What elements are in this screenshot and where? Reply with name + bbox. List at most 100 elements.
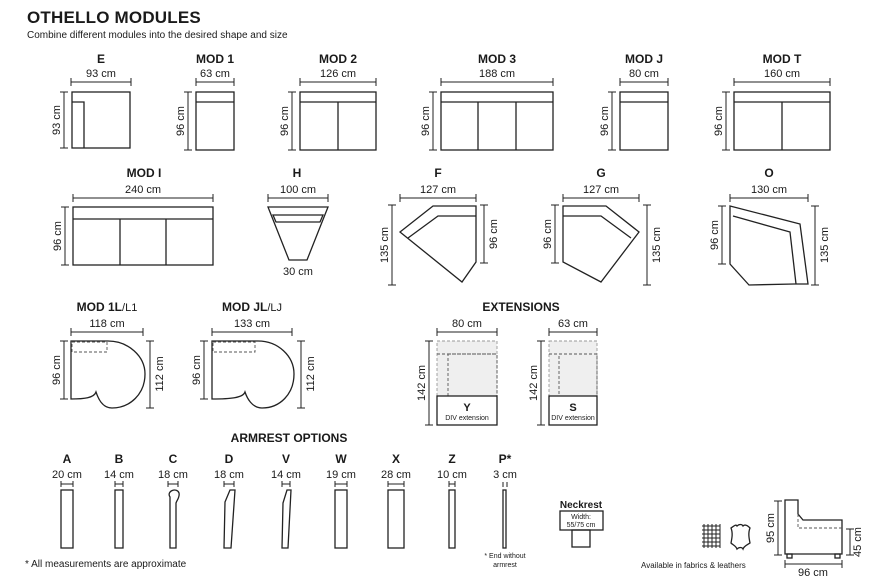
module-g-height-right: 135 cm (651, 227, 663, 263)
module-g: G 127 cm 96 cm 135 cm (542, 166, 663, 286)
extension-s-code: S (569, 402, 576, 414)
module-mod-j-label: MOD J (625, 52, 663, 66)
armrest-c: C 18 cm (158, 452, 188, 549)
armrest-c-width: 18 cm (158, 469, 188, 481)
page-title: OTHELLO MODULES (27, 8, 201, 27)
module-o-height-right: 135 cm (819, 227, 831, 263)
armrest-z-label: Z (448, 452, 455, 466)
module-e-height: 93 cm (51, 105, 63, 135)
extension-y-height: 142 cm (416, 365, 428, 401)
armrest-p: P* 3 cm * End without armrest (484, 452, 525, 569)
extension-s-height: 142 cm (528, 365, 540, 401)
module-g-width: 127 cm (583, 184, 619, 196)
module-mod-3-label: MOD 3 (478, 52, 516, 66)
armrest-v-width: 14 cm (271, 469, 301, 481)
module-o-height-left: 96 cm (709, 220, 721, 250)
module-mod-i: MOD I 240 cm 96 cm (52, 166, 214, 266)
extension-y-caption: DIV extension (445, 415, 489, 422)
materials-note: Available in fabrics & leathers (641, 561, 746, 570)
armrest-d-width: 18 cm (214, 469, 244, 481)
module-mod-t-width: 160 cm (764, 68, 800, 80)
armrest-w-label: W (335, 452, 347, 466)
armrest-b: B 14 cm (104, 452, 134, 549)
module-o-width: 130 cm (751, 184, 787, 196)
extension-s: 63 cm 142 cm S DIV extension (528, 318, 598, 426)
module-f-height-left: 135 cm (379, 227, 391, 263)
footer-note: * All measurements are approximate (25, 559, 187, 570)
armrest-x: X 28 cm (381, 452, 411, 549)
module-mod-j-height: 96 cm (599, 106, 611, 136)
module-mod-jl-width: 133 cm (234, 318, 270, 330)
module-mod-1l-height-left: 96 cm (51, 355, 63, 385)
side-view: 95 cm 45 cm 96 cm (765, 499, 864, 579)
module-mod-2-height: 96 cm (279, 106, 291, 136)
armrest-a: A 20 cm (52, 452, 82, 549)
armrest-p-width: 3 cm (493, 469, 517, 481)
armrest-section: ARMREST OPTIONS A 20 cm B 14 cm C 18 cm (52, 431, 526, 569)
module-mod-1l-height-right: 112 cm (154, 356, 166, 391)
armrest-p-footnote-1: * End without (484, 553, 525, 560)
module-e: E 93 cm 93 cm (51, 52, 132, 149)
module-mod-1l-label: MOD 1L/L1 (77, 300, 138, 314)
neckrest-title: Neckrest (560, 500, 603, 511)
module-e-label: E (97, 52, 105, 66)
page-subtitle: Combine different modules into the desir… (27, 30, 288, 41)
extensions-title: EXTENSIONS (482, 300, 559, 314)
armrest-v: V 14 cm (271, 452, 301, 549)
extension-s-width: 63 cm (558, 318, 588, 330)
armrest-z-width: 10 cm (437, 469, 467, 481)
module-mod-2-width: 126 cm (320, 68, 356, 80)
armrest-a-label: A (63, 452, 72, 466)
module-mod-1-label: MOD 1 (196, 52, 234, 66)
extension-y-width: 80 cm (452, 318, 482, 330)
module-o-label: O (764, 166, 773, 180)
module-f: F 127 cm 135 cm 96 cm (379, 166, 500, 286)
module-mod-3-height: 96 cm (420, 106, 432, 136)
module-mod-i-width: 240 cm (125, 184, 161, 196)
module-mod-jl-height-right: 112 cm (305, 356, 317, 391)
armrest-z: Z 10 cm (437, 452, 467, 549)
armrest-d: D 18 cm (214, 452, 244, 549)
module-mod-1-width: 63 cm (200, 68, 230, 80)
armrest-c-label: C (169, 452, 178, 466)
module-f-width: 127 cm (420, 184, 456, 196)
armrest-p-footnote-2: armrest (493, 562, 517, 569)
extension-y: 80 cm 142 cm Y DIV extension (416, 318, 498, 426)
side-view-height-seat: 45 cm (852, 527, 864, 557)
side-view-height-total: 95 cm (765, 513, 777, 543)
module-mod-jl-height-left: 96 cm (191, 355, 203, 385)
armrest-d-label: D (225, 452, 234, 466)
module-h-label: H (293, 166, 302, 180)
module-mod-1-height: 96 cm (175, 106, 187, 136)
armrest-b-width: 14 cm (104, 469, 134, 481)
neckrest: Neckrest Width: 55/75 cm (559, 500, 604, 548)
armrest-v-label: V (282, 452, 290, 466)
side-view-depth: 96 cm (798, 567, 828, 579)
neckrest-line-1: Width: (571, 514, 591, 521)
module-o: O 130 cm 96 cm 135 cm (709, 166, 831, 286)
module-h-width: 100 cm (280, 184, 316, 196)
armrest-x-label: X (392, 452, 400, 466)
armrest-title: ARMREST OPTIONS (231, 431, 348, 445)
module-mod-1l-width: 118 cm (89, 318, 124, 330)
module-mod-t: MOD T 160 cm 96 cm (713, 52, 831, 151)
module-mod-3: MOD 3 188 cm 96 cm (420, 52, 554, 151)
extension-y-code: Y (463, 402, 471, 414)
module-h: H 100 cm 30 cm (267, 166, 329, 278)
module-f-height-right: 96 cm (488, 219, 500, 249)
armrest-x-width: 28 cm (381, 469, 411, 481)
module-e-width: 93 cm (86, 68, 116, 80)
module-mod-j-width: 80 cm (629, 68, 659, 80)
neckrest-line-2: 55/75 cm (567, 522, 596, 529)
module-mod-j: MOD J 80 cm 96 cm (599, 52, 669, 151)
armrest-w: W 19 cm (326, 452, 356, 549)
module-mod-1: MOD 1 63 cm 96 cm (175, 52, 235, 151)
module-mod-1l: MOD 1L/L1 118 cm 96 cm 112 cm (51, 300, 166, 409)
module-g-height-left: 96 cm (542, 219, 554, 249)
module-mod-t-height: 96 cm (713, 106, 725, 136)
armrest-w-width: 19 cm (326, 469, 356, 481)
module-h-bottom: 30 cm (283, 266, 313, 278)
module-f-label: F (434, 166, 441, 180)
